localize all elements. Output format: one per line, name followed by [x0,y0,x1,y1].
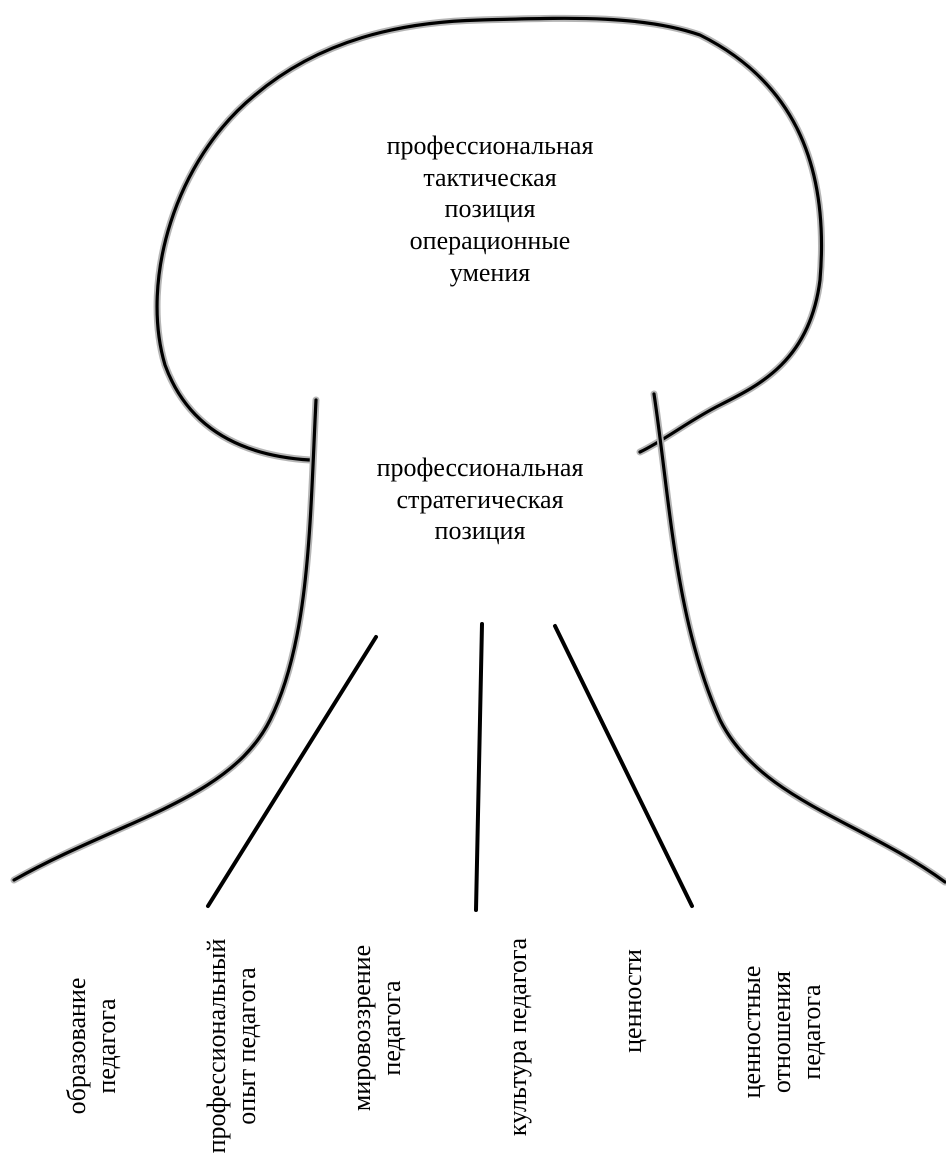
tactical-line-5: умения [449,257,531,287]
cap-outline [153,14,825,464]
tactical-position-label: профессиональная тактическая позиция опе… [330,130,650,289]
strategic-position-label: профессиональная стратегическая позиция [320,452,640,547]
root-label-experience-line-1: профессиональный [202,938,231,1154]
strategic-line-3: позиция [434,516,526,546]
root-label-value-relations: ценностные отношения педагога [737,932,833,1132]
root-line-experience [206,635,378,908]
root-label-education: образование педагога [62,921,128,1171]
root-label-value-relations-line-1: ценностные [737,965,766,1099]
tactical-line-3: позиция [444,194,536,224]
root-label-experience: профессиональный опыт педагога [202,921,268,1171]
root-label-education-line-1: образование [62,977,91,1115]
strategic-line-1: профессиональная [376,453,584,482]
root-label-worldview-line-2: педагога [376,980,406,1076]
root-label-culture: культура педагога [503,912,537,1162]
root-label-worldview-line-1: мировоззрение [347,944,376,1112]
tactical-line-4: операционные [409,226,571,256]
root-label-experience-line-2: опыт педагога [231,967,261,1125]
root-line-values [553,624,694,908]
strategic-line-2: стратегическая [396,484,564,514]
root-label-education-line-2: педагога [91,998,121,1094]
root-label-culture-line-1: культура педагога [503,937,532,1137]
root-label-value-relations-line-2: отношения [766,970,796,1094]
tactical-line-2: тактическая [423,162,557,192]
root-line-worldview [474,622,484,912]
tactical-line-1: профессиональная [386,131,594,160]
root-label-values: ценности [618,921,652,1081]
stem-right-outline [650,390,946,886]
root-label-worldview: мировоззрение педагога [347,913,413,1143]
stem-left-outline [10,396,320,884]
root-label-values-line-1: ценности [618,949,647,1053]
root-label-value-relations-line-3: педагога [796,984,826,1080]
